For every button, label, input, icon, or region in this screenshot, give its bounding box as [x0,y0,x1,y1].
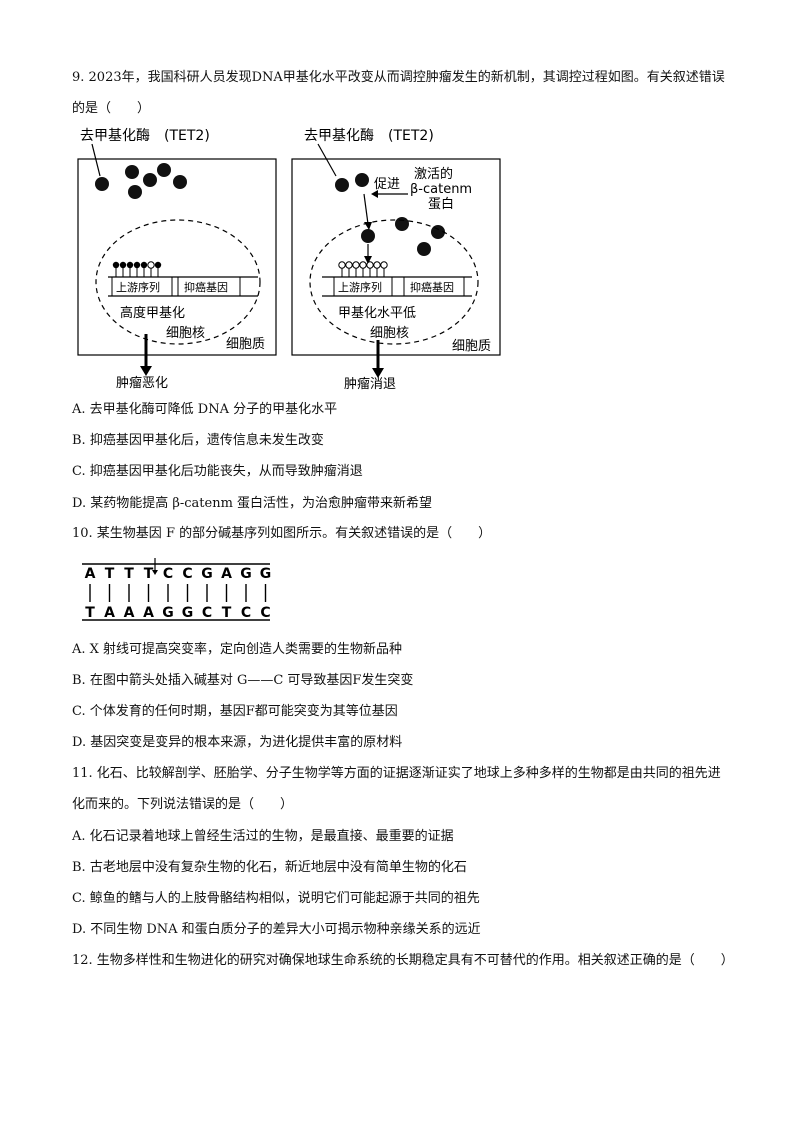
bottom-base: C [202,605,212,621]
question-12-stem: 12. 生物多样性和生物进化的研究对确保地球生命系统的长期稳定具有不可替代的作用… [72,953,734,968]
bottom-base: C [241,605,251,621]
left-state-label: 高度甲基化 [120,305,185,321]
q10-option-b: B. 在图中箭头处插入碱基对 G——C 可导致基因F发生突变 [72,673,414,688]
right-nucleus-outline [309,219,479,345]
right-cell-box [291,158,501,356]
q11-option-d: D. 不同生物 DNA 和蛋白质分子的差异大小可揭示物种亲缘关系的远近 [72,922,481,937]
enzyme-dot [355,173,369,187]
top-base: T [124,566,134,582]
q10-option-c: C. 个体发育的任何时期，基因F都可能突变为其等位基因 [72,704,398,719]
base-pair-lines [89,584,267,602]
right-arrowhead [372,368,384,378]
enzyme-dot [361,229,375,243]
enzyme-dot [417,242,431,256]
left-methyl-groups [112,261,162,277]
bottom-base: G [162,605,174,621]
left-upstream-label: 上游序列 [116,280,160,294]
left-cytoplasm-label: 细胞质 [226,337,265,352]
q9-option-d: D. 某药物能提高 β-catenm 蛋白活性，为治愈肿瘤带来新希望 [72,496,433,511]
top-base: G [201,566,213,582]
bottom-base: T [222,605,232,621]
q9-figure: 去甲基化酶 (TET2) 上游序列 抑癌基因 高度甲基化 细胞核 细胞质 [72,122,512,392]
left-nucleus-outline [95,219,261,345]
right-enzyme-label: 去甲基化酶 (TET2) [304,127,434,144]
enzyme-dot [173,175,187,189]
bottom-base: C [260,605,270,621]
right-pointer-line [317,143,337,177]
right-upstream-label: 上游序列 [338,280,382,294]
right-nucleus-label: 细胞核 [370,326,409,341]
enzyme-dot [335,178,349,192]
insertion-arrowhead [152,570,158,575]
right-gene-label: 抑癌基因 [410,280,454,294]
right-result-label: 肿瘤消退 [344,376,396,392]
enzyme-dot [431,225,445,239]
left-pointer-line [91,143,101,177]
left-result-label: 肿瘤恶化 [116,375,168,391]
top-base: A [85,566,96,582]
q9-option-c: C. 抑癌基因甲基化后功能丧失，从而导致肿瘤消退 [72,464,363,479]
enzyme-dot [143,173,157,187]
question-10-stem: 10. 某生物基因 F 的部分碱基序列如图所示。有关叙述错误的是（ ） [72,526,492,541]
left-cell-box [77,158,277,356]
top-base: C [163,566,173,582]
top-base: G [260,566,272,582]
enzyme-dot [125,165,139,179]
right-state-label: 甲基化水平低 [338,306,416,321]
enzyme-dot [95,177,109,191]
enzyme-dot [157,163,171,177]
q9-option-a: A. 去甲基化酶可降低 DNA 分子的甲基化水平 [72,402,338,417]
activated-label-1: 激活的 [414,166,453,182]
left-arrowhead [140,366,152,376]
top-base: C [182,566,192,582]
top-base: A [221,566,232,582]
q11-option-b: B. 古老地层中没有复杂生物的化石，新近地层中没有简单生物的化石 [72,860,467,875]
top-base: T [105,566,115,582]
top-base: G [240,566,252,582]
q10-option-d: D. 基因突变是变异的根本来源，为进化提供丰富的原材料 [72,735,403,750]
question-11-stem: 11. 化石、比较解剖学、胚胎学、分子生物学等方面的证据逐渐证实了地球上多种多样… [72,766,721,812]
left-nucleus-label: 细胞核 [166,326,205,341]
bottom-base: G [182,605,194,621]
question-9-stem: 9. 2023年，我国科研人员发现DNA甲基化水平改变从而调控肿瘤发生的新机制，… [72,70,725,116]
q11-option-c: C. 鲸鱼的鳍与人的上肢骨骼结构相似，说明它们可能起源于共同的祖先 [72,891,480,906]
methylation-diagram: 去甲基化酶 (TET2) 上游序列 抑癌基因 高度甲基化 细胞核 细胞质 [77,127,501,392]
right-cytoplasm-label: 细胞质 [452,339,491,354]
enzyme-dot [128,185,142,199]
q9-option-b: B. 抑癌基因甲基化后，遗传信息未发生改变 [72,433,324,448]
right-methyl-groups [338,261,388,277]
left-enzyme-label: 去甲基化酶 (TET2) [80,127,210,144]
activated-label-2: β-catenm [410,182,472,197]
bottom-base: A [124,605,135,621]
bottom-base: T [85,605,95,621]
bottom-base: A [104,605,115,621]
right-enzyme-path [363,193,369,225]
enzyme-dot [395,217,409,231]
q10-option-a: A. X 射线可提高突变率，定向创造人类需要的生物新品种 [72,642,403,657]
activated-label-3: 蛋白 [428,196,454,212]
left-gene-label: 抑癌基因 [184,280,228,294]
top-base: T [144,566,154,582]
bottom-base: A [143,605,154,621]
promote-label: 促进 [374,177,400,192]
q11-option-a: A. 化石记录着地球上曾经生活过的生物，是最直接、最重要的证据 [72,829,454,844]
